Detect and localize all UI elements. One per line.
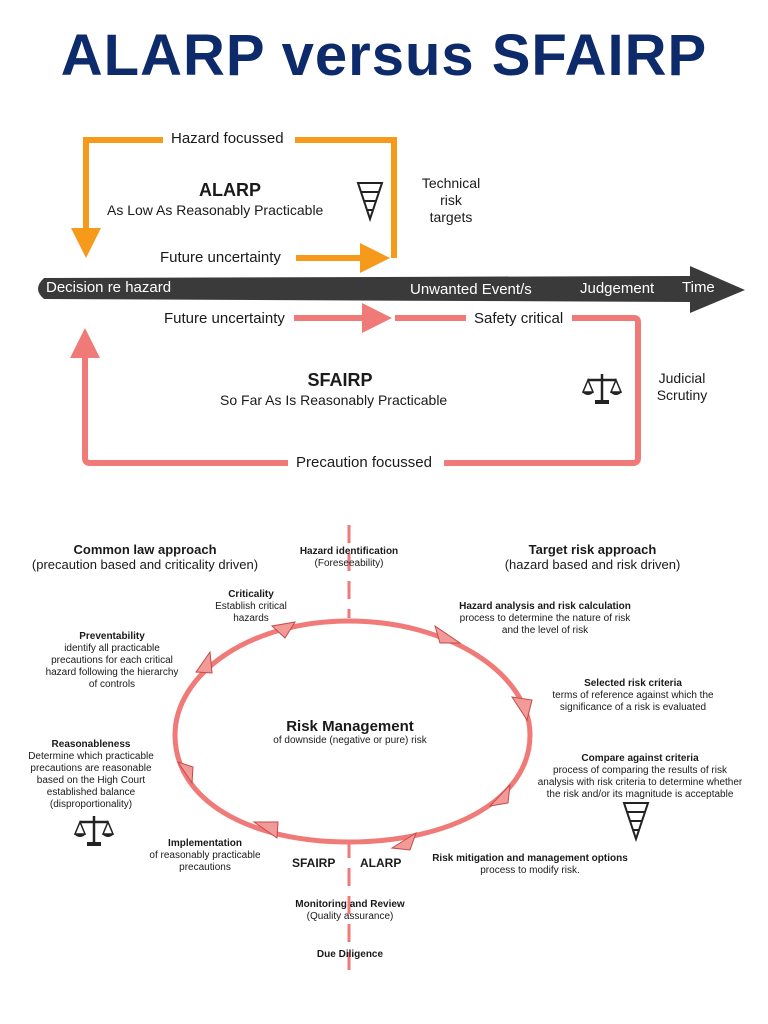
- sfairp-full-label: So Far As Is Reasonably Practicable: [220, 392, 448, 408]
- time-label: Time: [682, 279, 715, 296]
- decision-re-hazard-label: Decision re hazard: [46, 279, 172, 296]
- arrow-reasonableness: [176, 761, 194, 785]
- selected-criteria-block: Selected risk criteria terms of referenc…: [552, 678, 714, 713]
- precaution-focussed-label: Precaution focussed: [288, 454, 440, 471]
- compare-criteria-block: Compare against criteria process of comp…: [537, 753, 743, 800]
- arrow-selected-criteria: [510, 696, 533, 722]
- alarp-loop-top: [71, 137, 170, 258]
- judgement-label: Judgement: [580, 280, 655, 297]
- sfairp-heading: SFAIRP: [307, 370, 373, 390]
- safety-critical-label: Safety critical: [466, 310, 572, 327]
- arrow-hazard-analysis: [434, 624, 462, 644]
- hazard-analysis-block: Hazard analysis and risk calculation pro…: [459, 601, 631, 636]
- risk-ellipse-right: [348, 618, 533, 845]
- criticality-block: Criticality Establish critical hazards: [215, 589, 287, 624]
- sfairp-bottom-label: SFAIRP: [292, 856, 336, 870]
- reasonableness-block: Reasonableness Determine which practicab…: [28, 739, 154, 810]
- timeline-bar: [38, 266, 745, 313]
- arrow-preventability: [195, 650, 213, 674]
- sfairp-loop-right: [444, 315, 641, 466]
- risk-mitigation-block: Risk mitigation and management options p…: [432, 853, 628, 876]
- alarp-bottom-label: ALARP: [360, 856, 402, 870]
- triangle-gauge-icon: [356, 182, 384, 223]
- risk-ellipse-left: [172, 618, 350, 845]
- target-risk-approach: Target risk approach (hazard based and r…: [504, 542, 681, 572]
- arrow-compare: [488, 783, 511, 807]
- scales-icon: [73, 816, 115, 846]
- unwanted-events-label: Unwanted Event/s: [410, 281, 532, 298]
- arrow-implementation: [252, 821, 279, 839]
- arrow-mitigation: [390, 831, 417, 851]
- implementation-block: Implementation of reasonably practicable…: [149, 838, 261, 873]
- alarp-full-label: As Low As Reasonably Practicable: [107, 202, 324, 218]
- triangle-gauge-icon: [622, 802, 650, 843]
- technical-risk-targets: Technical risk targets: [421, 175, 481, 225]
- future-uncertainty-bottom: Future uncertainty: [156, 310, 293, 327]
- common-law-approach: Common law approach (precaution based an…: [31, 542, 259, 572]
- arrow-criticality: [270, 621, 297, 639]
- due-diligence-label: Due Diligence: [316, 949, 384, 960]
- preventability-block: Preventability identify all practicable …: [45, 631, 179, 690]
- monitoring-review-block: Monitoring and Review (Quality assurance…: [295, 899, 405, 922]
- future-uncertainty-top: Future uncertainty: [152, 249, 289, 266]
- scales-icon: [581, 374, 623, 404]
- hazard-focussed-label: Hazard focussed: [163, 130, 292, 147]
- risk-management-center: Risk Management of downside (negative or…: [273, 718, 427, 746]
- judicial-scrutiny: Judicial Scrutiny: [656, 370, 708, 403]
- alarp-heading: ALARP: [199, 180, 261, 200]
- hazard-identification: Hazard identification (Foreseeability): [299, 546, 399, 569]
- sfairp-loop-left: [70, 328, 292, 466]
- alarp-loop-top-right: [295, 137, 397, 258]
- page-title: ALARP versus SFAIRP: [60, 23, 708, 88]
